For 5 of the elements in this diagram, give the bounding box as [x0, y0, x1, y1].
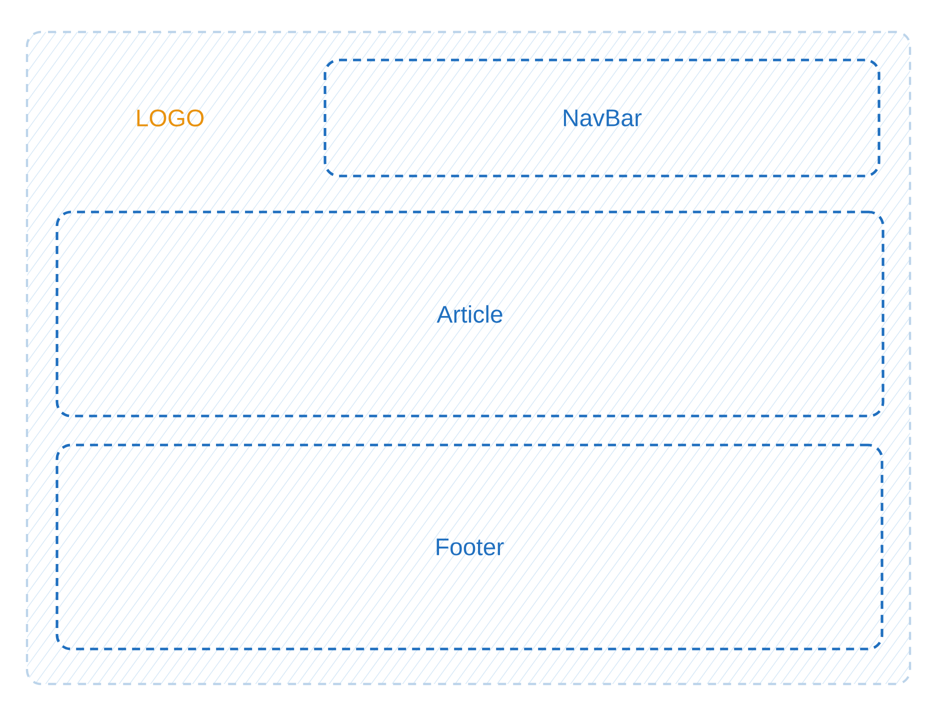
layout-box: NavBar	[324, 58, 880, 178]
layout-box: Article	[56, 210, 884, 418]
layout-box: Footer	[56, 444, 884, 650]
page-frame	[26, 30, 912, 686]
placeholder-text: LOGO	[137, 110, 204, 126]
